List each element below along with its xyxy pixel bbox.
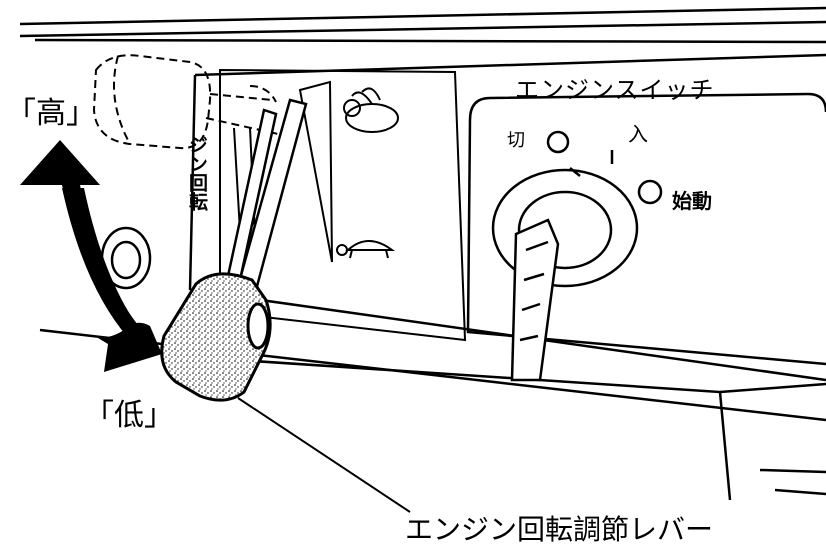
engine-rpm-vertical-label: ジン回転 bbox=[186, 135, 208, 211]
turtle-icon bbox=[336, 240, 396, 259]
engine-switch-label: エンジンスイッチ bbox=[515, 76, 715, 104]
start-label: 始動 bbox=[672, 189, 712, 213]
ignition-switch bbox=[466, 92, 826, 366]
callout-leader bbox=[237, 397, 411, 513]
speed-wedge bbox=[298, 80, 333, 263]
off-label: 切 bbox=[507, 130, 525, 151]
lever-callout-label: エンジン回転調節レバー bbox=[405, 513, 714, 546]
low-label: 「低」 bbox=[84, 398, 174, 433]
rabbit-icon bbox=[343, 87, 399, 133]
on-label: 入 bbox=[628, 122, 648, 146]
lever-shaft bbox=[226, 98, 308, 292]
ignition-key bbox=[510, 218, 560, 382]
lever-knob bbox=[160, 272, 272, 402]
high-label: 「高」 bbox=[6, 96, 96, 131]
double-arrow bbox=[20, 140, 162, 372]
lever-high-position bbox=[92, 54, 279, 150]
